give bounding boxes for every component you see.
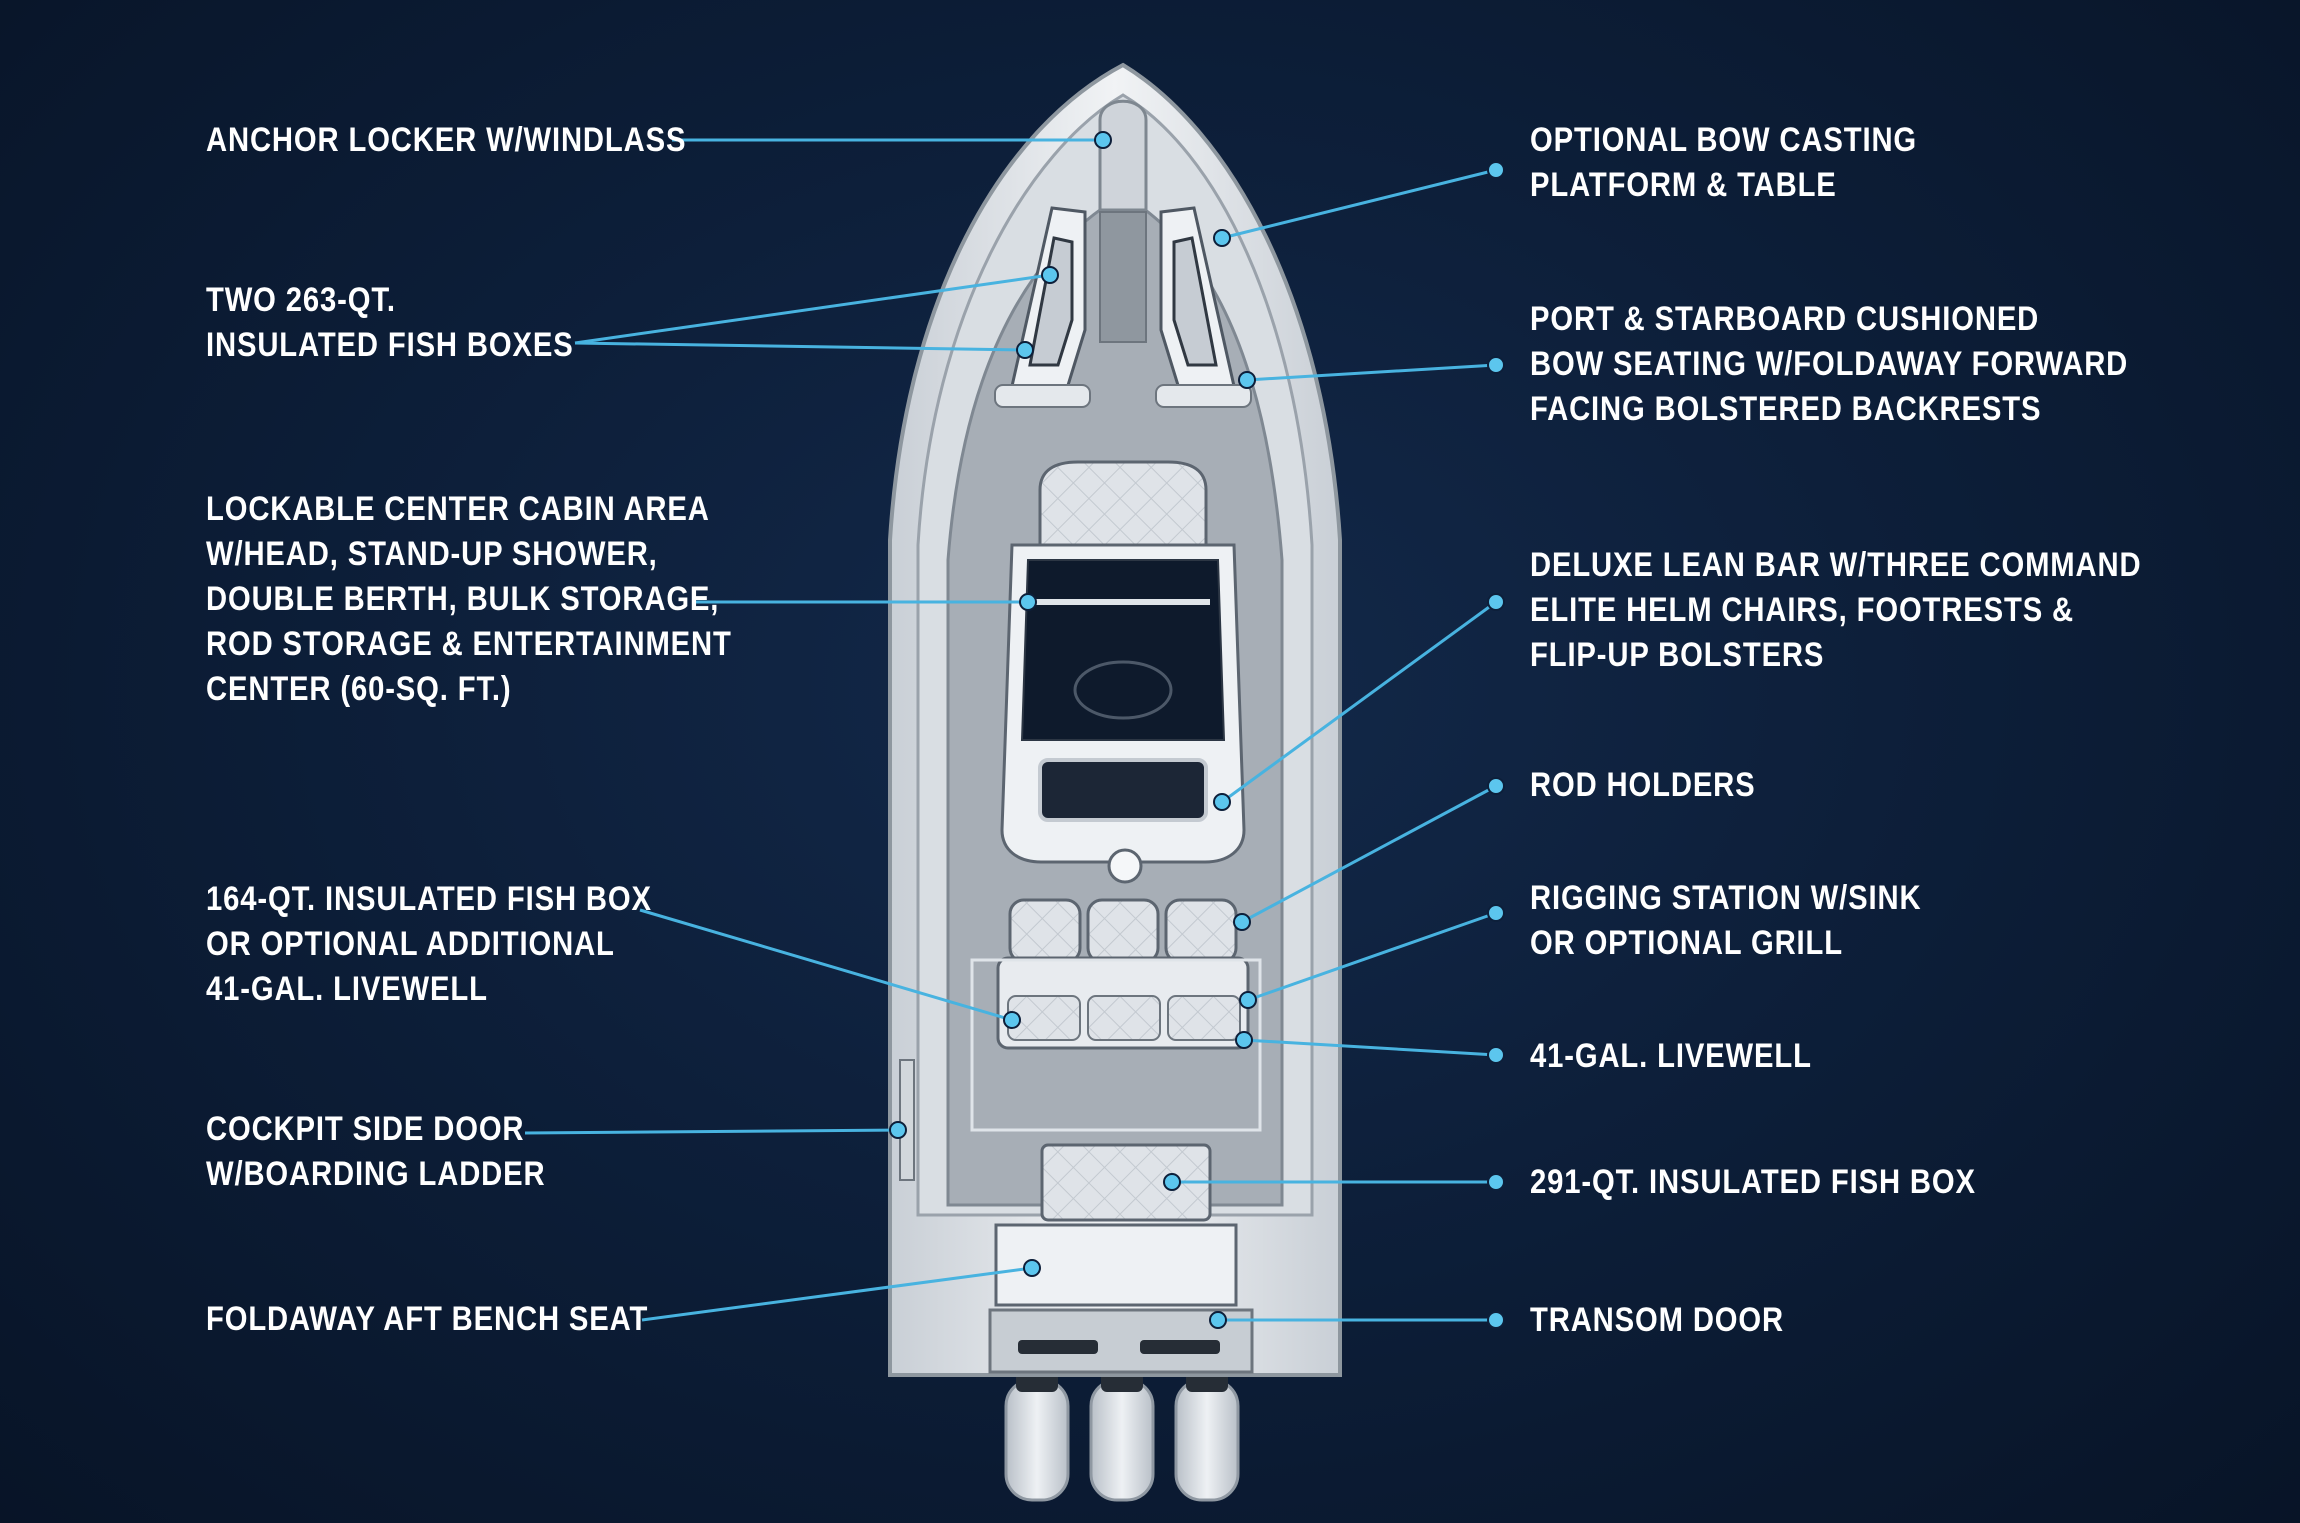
callout-dot-icon: [1487, 593, 1505, 611]
callout-dot-icon: [1041, 266, 1059, 284]
fish-box-starboard: [1172, 236, 1218, 367]
label-bow-seating: PORT & STARBOARD CUSHIONED BOW SEATING W…: [1530, 300, 2129, 428]
fish-box-port: [1028, 236, 1074, 367]
label-lean-bar: DELUXE LEAN BAR W/THREE COMMAND ELITE HE…: [1530, 546, 2142, 674]
callout-dot-icon: [1487, 904, 1505, 922]
callout-dot-icon: [1016, 341, 1034, 359]
callout-dot-icon: [1094, 131, 1112, 149]
bow-seat-band-port: [994, 384, 1091, 408]
callout-line-bow-seating: [1246, 363, 1497, 382]
label-center-cabin: LOCKABLE CENTER CABIN AREA W/HEAD, STAND…: [206, 490, 732, 708]
callout-dot-icon: [1238, 371, 1256, 389]
label-rigging-station: RIGGING STATION W/SINK OR OPTIONAL GRILL: [1530, 879, 1922, 962]
callout-dot-icon: [1487, 777, 1505, 795]
callout-dot-icon: [1233, 913, 1251, 931]
callout-dot-icon: [1023, 1259, 1041, 1277]
callout-dot-icon: [1163, 1173, 1181, 1191]
helm-chairs: [1008, 898, 1238, 964]
callout-line-rod-holders: [1241, 784, 1497, 924]
callout-dot-icon: [1213, 793, 1231, 811]
callout-dot-icon: [889, 1121, 907, 1139]
label-bow-casting: OPTIONAL BOW CASTING PLATFORM & TABLE: [1530, 121, 1918, 204]
callout-line-rigging-station: [1247, 911, 1497, 1002]
callout-dots: [889, 131, 1505, 1329]
callout-dot-icon: [1487, 356, 1505, 374]
callout-dot-icon: [1209, 1311, 1227, 1329]
cockpit-floor: [970, 958, 1262, 1132]
label-livewell-41: 41-GAL. LIVEWELL: [1530, 1037, 1812, 1075]
outboard-engine-icon: [1174, 1362, 1240, 1502]
outboard-engine-icon: [1004, 1362, 1070, 1502]
label-transom-door: TRANSOM DOOR: [1530, 1301, 1784, 1339]
callout-line-fish-box-164: [639, 908, 1013, 1022]
outboard-engines: [1004, 1362, 1240, 1502]
bow-casting-platform: [1099, 211, 1147, 343]
callout-line-livewell-41: [1243, 1038, 1497, 1057]
label-aft-bench: FOLDAWAY AFT BENCH SEAT: [206, 1300, 649, 1338]
callout-line-fish-box-bottom: [574, 341, 1026, 352]
leaning-post-boxes: [1007, 995, 1241, 1041]
callout-line-fish-box-top: [574, 273, 1051, 345]
label-fish-boxes-263: TWO 263-QT. INSULATED FISH BOXES: [206, 281, 574, 364]
label-fish-box-291: 291-QT. INSULATED FISH BOX: [1530, 1163, 1976, 1201]
callout-dot-icon: [1019, 593, 1037, 611]
label-anchor-locker: ANCHOR LOCKER W/WINDLASS: [206, 121, 687, 159]
callout-line-side-door: [524, 1128, 899, 1135]
center-console: [1000, 460, 1246, 884]
transom-step-starboard: [1140, 1340, 1220, 1354]
callout-dot-icon: [1213, 229, 1231, 247]
label-fish-box-164: 164-QT. INSULATED FISH BOX OR OPTIONAL A…: [206, 880, 652, 1008]
callout-dot-icon: [1487, 1311, 1505, 1329]
anchor-locker: [1098, 99, 1148, 212]
callout-dot-icon: [1239, 991, 1257, 1009]
callout-dot-icon: [1487, 161, 1505, 179]
callout-lines: [524, 138, 1497, 1322]
label-side-door: COCKPIT SIDE DOOR W/BOARDING LADDER: [206, 1110, 546, 1193]
transom-step-port: [1018, 1340, 1098, 1354]
callout-line-aft-bench: [641, 1266, 1033, 1322]
bow-seat-band-starboard: [1155, 384, 1252, 408]
cockpit-side-door: [899, 1059, 915, 1181]
callout-line-lean-bar: [1221, 600, 1497, 804]
label-rod-holders: ROD HOLDERS: [1530, 766, 1756, 804]
callout-dot-icon: [1487, 1173, 1505, 1191]
outboard-engine-icon: [1089, 1362, 1155, 1502]
callout-line-bow-casting: [1221, 168, 1497, 240]
callout-dot-icon: [1487, 1046, 1505, 1064]
callout-dot-icon: [1003, 1011, 1021, 1029]
callout-dot-icon: [1235, 1031, 1253, 1049]
